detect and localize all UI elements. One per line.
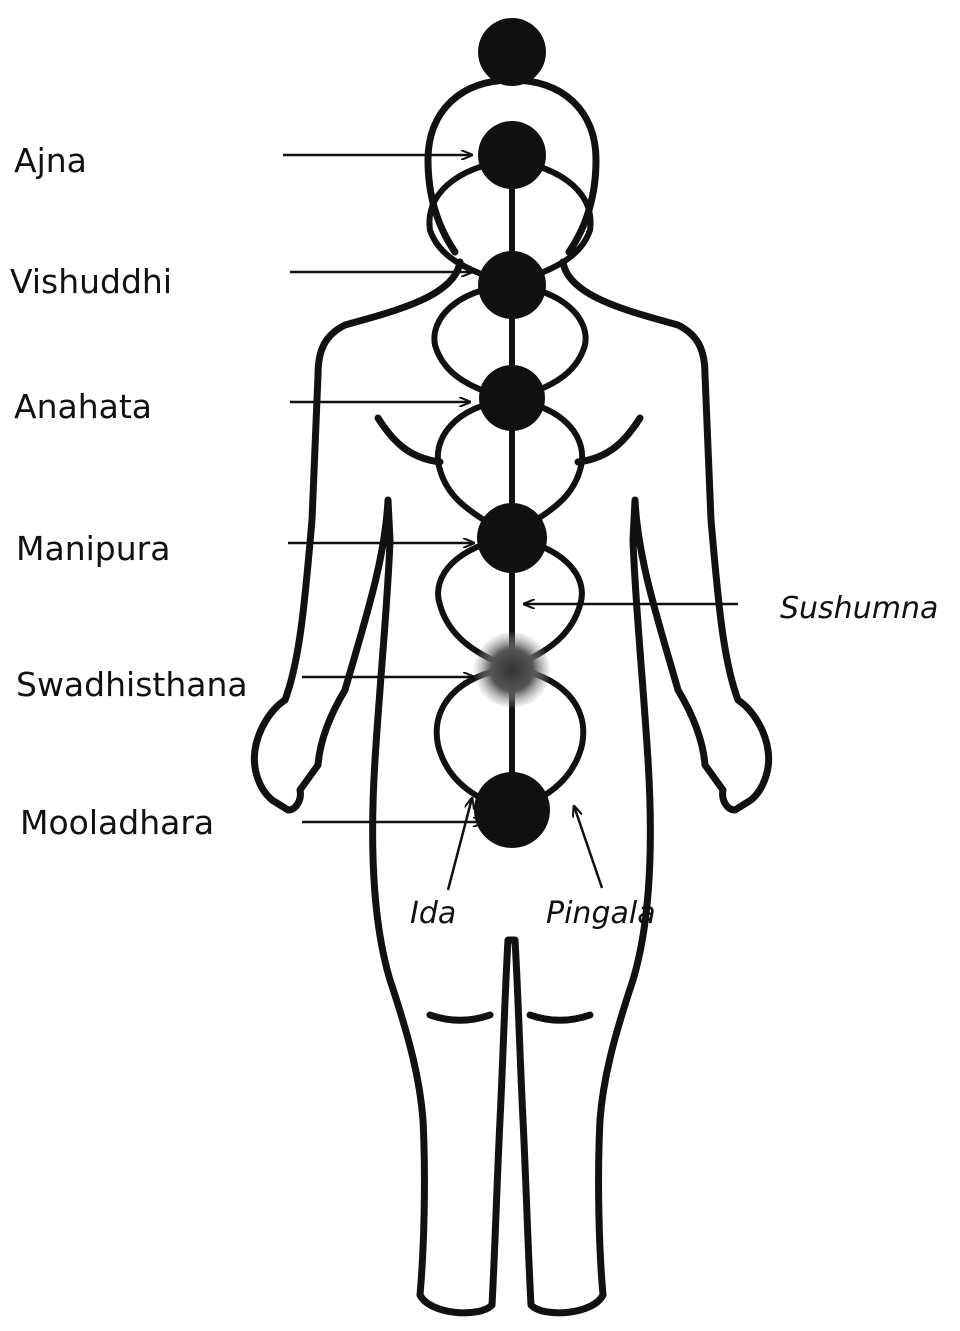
ajna-dot: [478, 121, 546, 189]
knee-left: [430, 1015, 490, 1020]
anahata-dot: [479, 365, 545, 431]
label-vishuddhi: Vishuddhi: [10, 262, 172, 301]
label-sushumna: Sushumna: [780, 591, 938, 626]
label-ida: Ida: [410, 896, 456, 931]
label-manipura: Manipura: [16, 529, 170, 568]
chest-right: [578, 418, 640, 462]
chakra-labels: Ajna Vishuddhi Anahata Manipura Swadhist…: [10, 141, 248, 842]
chest-left: [378, 418, 440, 462]
label-ajna: Ajna: [14, 141, 87, 180]
vishuddhi-dot: [478, 251, 546, 319]
label-anahata: Anahata: [14, 387, 152, 426]
ida-arrow: [448, 798, 472, 890]
sahasrara-dot: [478, 18, 546, 86]
swadhisthana-dot: [474, 632, 550, 708]
label-pingala: Pingala: [546, 896, 656, 931]
pingala-arrow: [574, 806, 602, 888]
knee-right: [530, 1015, 590, 1020]
manipura-dot: [477, 503, 547, 573]
label-mooladhara: Mooladhara: [20, 803, 214, 842]
label-swadhisthana: Swadhisthana: [16, 665, 248, 704]
mooladhara-dot: [474, 772, 550, 848]
